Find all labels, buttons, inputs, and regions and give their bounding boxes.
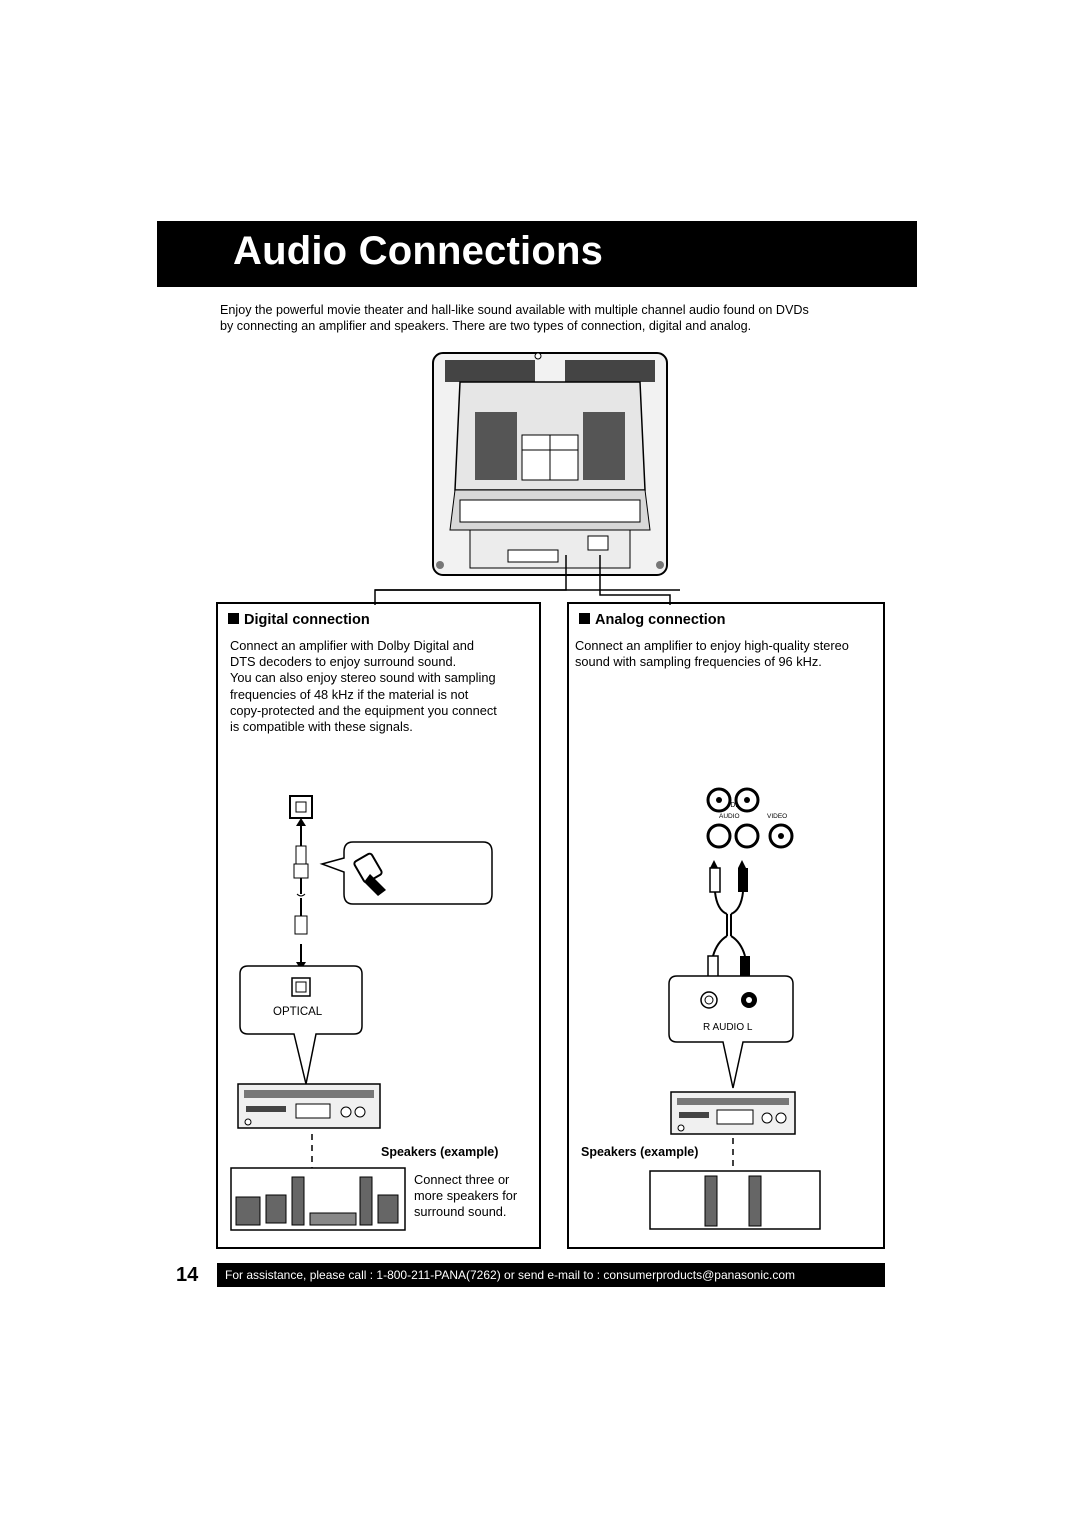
jack-audio-label: AUDIO [719, 813, 740, 820]
av-jacks-illustration [706, 787, 794, 849]
text-line: is compatible with these signals. [230, 719, 413, 735]
title-bar: Audio Connections [157, 221, 917, 287]
speakers-illustration [230, 1167, 406, 1231]
speakers-note: Connect three or more speakers for surro… [414, 1172, 517, 1221]
footer-bar: For assistance, please call : 1-800-211-… [217, 1263, 885, 1287]
intro-line: Enjoy the powerful movie theater and hal… [220, 303, 809, 317]
page-title: Audio Connections [233, 229, 604, 273]
connection-lines [374, 555, 680, 605]
square-bullet-icon [579, 613, 590, 624]
digital-description: Connect an amplifier with Dolby Digital … [230, 638, 497, 735]
text-line: You can also enjoy stereo sound with sam… [230, 670, 496, 686]
digital-heading-text: Digital connection [244, 612, 370, 628]
footer-text: For assistance, please call : 1-800-211-… [225, 1268, 796, 1282]
text-line: Connect an amplifier to enjoy high-quali… [575, 638, 849, 653]
analog-heading: Analog connection [579, 612, 726, 628]
note-line: surround sound. [414, 1204, 507, 1220]
digital-heading: Digital connection [228, 612, 370, 628]
analog-heading-text: Analog connection [595, 612, 726, 628]
text-line: DTS decoders to enjoy surround sound. [230, 654, 457, 670]
text-line: frequencies of 48 kHz if the material is… [230, 686, 469, 702]
intro-line: by connecting an amplifier and speakers.… [220, 319, 752, 333]
optical-label: OPTICAL [273, 1006, 323, 1018]
jack-top-label: R AUDIO L [714, 802, 749, 809]
digital-connection-panel: Digital connection Connect an amplifier … [216, 602, 541, 1249]
page-number: 14 [176, 1264, 199, 1286]
note-line: more speakers for [414, 1188, 518, 1204]
optical-cable-diagram [289, 795, 493, 935]
amp-audio-jacks-bubble [668, 975, 794, 1089]
optical-jack-bubble [239, 944, 363, 1085]
text-line: sound with sampling frequencies of 96 kH… [575, 654, 822, 670]
square-bullet-icon [228, 613, 239, 624]
tv-rear-illustration [432, 352, 668, 576]
analog-speakers-label: Speakers (example) [581, 1145, 699, 1159]
intro-paragraph: Enjoy the powerful movie theater and hal… [220, 302, 900, 334]
analog-description: Connect an amplifier to enjoy high-quali… [575, 638, 849, 670]
stereo-speakers-illustration [649, 1170, 821, 1230]
digital-speakers-label: Speakers (example) [381, 1145, 499, 1159]
note-line: Connect three or [414, 1172, 510, 1187]
text-line: Connect an amplifier with Dolby Digital … [230, 638, 474, 653]
dashed-line [732, 1138, 734, 1170]
amplifier-illustration [670, 1091, 796, 1135]
amp-jack-label: R AUDIO L [703, 1022, 753, 1033]
text-line: copy-protected and the equipment you con… [230, 702, 497, 718]
dashed-line [311, 1134, 313, 1170]
jack-video-label: VIDEO [767, 813, 788, 820]
analog-connection-panel: Analog connection Connect an amplifier t… [567, 602, 885, 1249]
amplifier-illustration [237, 1083, 381, 1129]
